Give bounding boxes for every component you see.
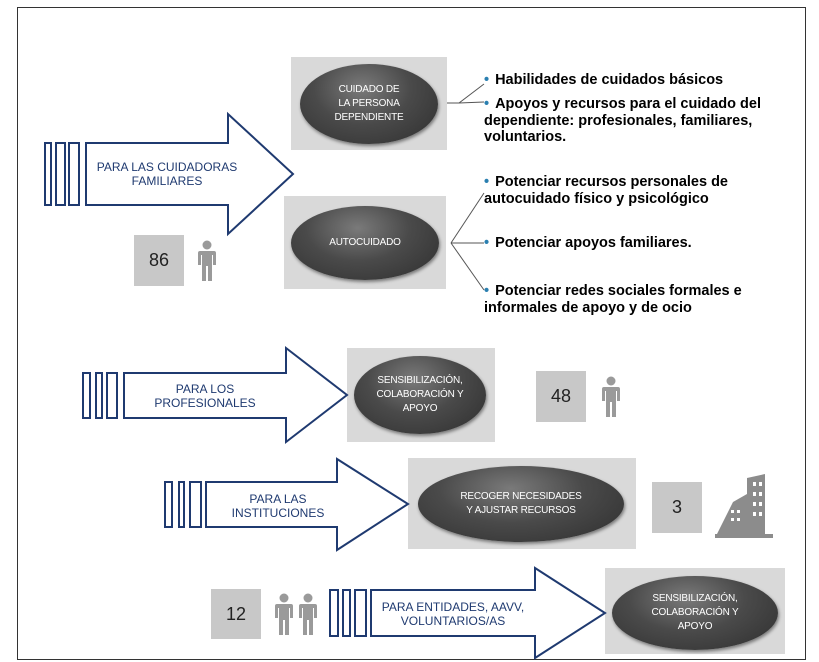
connector-line xyxy=(450,242,485,291)
stripe xyxy=(44,142,52,206)
oval-sensibilizacion-profesionales: SENSIBILIZACIÓN, COLABORACIÓN Y APOYO xyxy=(354,356,486,434)
arrow-profesionales xyxy=(123,345,349,445)
bullet-item: •Potenciar apoyos familiares. xyxy=(484,235,692,251)
person-icon xyxy=(602,376,620,417)
stripe xyxy=(82,372,91,419)
count-profesionales: 48 xyxy=(536,371,586,422)
arrow-entidades xyxy=(370,566,607,660)
count-instituciones: 3 xyxy=(652,482,702,533)
arrow-label-cuidadoras: PARA LAS CUIDADORAS FAMILIARES xyxy=(96,160,238,188)
bullet-item: •Apoyos y recursos para el cuidado del d… xyxy=(484,96,761,145)
arrow-instituciones xyxy=(205,457,410,552)
oval-sensibilizacion-entidades: SENSIBILIZACIÓN, COLABORACIÓN Y APOYO xyxy=(612,576,778,650)
stripe xyxy=(95,372,103,419)
connector-line xyxy=(450,192,485,244)
stripe xyxy=(68,142,80,206)
count-entidades: 12 xyxy=(211,589,261,639)
stripe xyxy=(329,589,339,637)
stripe xyxy=(55,142,66,206)
arrow-label-entidades: PARA ENTIDADES, AAVV, VOLUNTARIOS/AS xyxy=(381,600,525,628)
connector-line xyxy=(447,83,485,104)
oval-cuidado-persona-dependiente: CUIDADO DE LA PERSONA DEPENDIENTE xyxy=(300,64,438,144)
bullet-item: •Habilidades de cuidados básicos xyxy=(484,72,724,88)
arrow-cuidadoras xyxy=(85,111,295,237)
stripe xyxy=(164,481,173,528)
stripe xyxy=(354,589,367,637)
two-people-icon xyxy=(275,593,317,635)
arrow-label-profesionales: PARA LOS PROFESIONALES xyxy=(154,382,256,410)
oval-autocuidado: AUTOCUIDADO xyxy=(291,206,439,280)
person-icon xyxy=(198,240,216,281)
stripe xyxy=(178,481,185,528)
oval-recoger-necesidades: RECOGER NECESIDADES Y AJUSTAR RECURSOS xyxy=(418,466,624,542)
stripe xyxy=(342,589,351,637)
count-cuidadoras: 86 xyxy=(134,235,184,286)
connector-line xyxy=(458,101,485,104)
stripe xyxy=(106,372,118,419)
stripe xyxy=(189,481,202,528)
building-icon xyxy=(715,474,773,538)
diagram-frame xyxy=(17,7,806,660)
bullet-item: •Potenciar recursos personales de autocu… xyxy=(484,174,728,207)
arrow-label-instituciones: PARA LAS INSTITUCIONES xyxy=(231,492,325,520)
bullet-item: •Potenciar redes sociales formales e inf… xyxy=(484,283,742,316)
